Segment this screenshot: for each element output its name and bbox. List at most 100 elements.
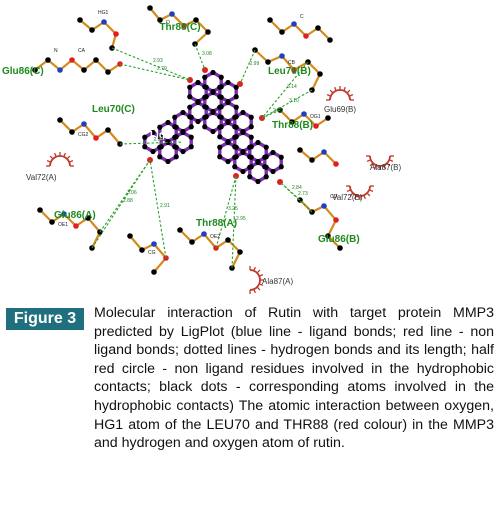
ligand-atom <box>203 84 209 90</box>
hydrophobic-spoke <box>354 194 357 200</box>
ligand-atom <box>218 94 224 100</box>
hydrophobic-spoke <box>388 159 394 162</box>
residue-label-hbond: Leu70(C) <box>92 104 135 115</box>
ligand-atom <box>278 154 284 160</box>
ligand-atom <box>157 124 163 130</box>
ligand-atom <box>187 94 193 100</box>
ligand-atom <box>248 124 254 130</box>
residue-atom <box>237 249 243 255</box>
hydrophobic-spoke <box>256 269 261 274</box>
hydrogen-bond <box>194 43 206 71</box>
atom-label: CB <box>288 60 296 66</box>
ligand-atom <box>217 144 223 150</box>
ligand-atom <box>240 109 246 116</box>
hbond-distance-label: 3.14 <box>287 84 297 90</box>
residue-atom <box>193 17 199 23</box>
ligplot-diagram: Lig13.082.792.932.993.142.752.743.062.91… <box>2 5 401 294</box>
residue-atom <box>45 57 51 63</box>
hbond-distance-label: 2.95 <box>236 216 246 222</box>
hydrophobic-spoke <box>49 155 54 160</box>
ligand-atom <box>255 178 261 185</box>
ligand-atom <box>173 124 179 130</box>
hydrophobic-spoke <box>366 159 372 162</box>
residue-atom <box>333 217 339 223</box>
ligand-atom <box>232 124 238 130</box>
ligand-atom <box>218 74 224 80</box>
ligand-atom <box>180 148 186 155</box>
hbond-distance-label: 2.99 <box>250 61 260 67</box>
hbond-distance-label: 3.06 <box>127 190 137 196</box>
ligand-atom <box>233 104 239 110</box>
residue-bond <box>79 19 118 49</box>
residue-atom <box>279 53 285 59</box>
residue-atom <box>181 23 187 29</box>
ligand-atom <box>263 174 269 180</box>
residue-atom <box>303 33 309 39</box>
ligand-atom <box>217 154 223 160</box>
residue-atom <box>49 219 55 225</box>
residue-atom <box>265 59 271 65</box>
ligand-atom <box>247 164 253 170</box>
hydrophobic-spoke <box>68 160 74 163</box>
ligand-atom <box>172 114 178 120</box>
ligand-atom <box>195 118 201 125</box>
residue-atom <box>291 21 297 27</box>
hydrogen-bond <box>261 61 309 119</box>
hbond-distance-label: 2.91 <box>160 203 170 209</box>
hydrophobic-arc <box>249 269 261 291</box>
residue-atom <box>151 269 157 275</box>
residue-atom <box>73 223 79 229</box>
ligand-atom <box>217 134 223 140</box>
ligand-atom <box>203 94 209 100</box>
ligand-atom <box>157 154 163 160</box>
ligand-atom <box>165 119 171 126</box>
residue-atom <box>127 233 133 239</box>
residue-atom <box>157 17 163 23</box>
residue-atom <box>69 57 75 63</box>
hydrophobic-spoke <box>366 192 371 197</box>
ligand-atom <box>187 84 193 90</box>
hydrophobic-arc <box>329 89 351 101</box>
ligand-atom <box>248 114 254 120</box>
ligand-atom <box>165 158 171 165</box>
residue-bond <box>299 149 337 165</box>
residue-atom <box>177 227 183 233</box>
residue-atom <box>37 207 43 213</box>
residue-atom <box>57 67 63 73</box>
hydrophobic-spoke <box>46 160 52 163</box>
hydrophobic-spoke <box>66 155 71 160</box>
ligand-atom <box>240 129 246 136</box>
residue-label-hbond: Thr88(C) <box>159 22 200 33</box>
ligand-atom <box>225 99 231 106</box>
residue-atom <box>225 237 231 243</box>
hydrogen-bond <box>149 159 167 259</box>
residue-atom <box>32 67 38 73</box>
ligand-atom <box>232 134 238 140</box>
ligand-atom <box>225 79 231 86</box>
residue-atom <box>81 67 87 73</box>
ligand-atom <box>187 104 193 110</box>
ligand-atom <box>188 134 194 140</box>
hydrogen-bond <box>261 89 313 119</box>
residue-label-hbond: Thr88(B) <box>272 120 313 131</box>
ligand-atom <box>255 159 261 166</box>
residue-label-hydrophobic: Val72(A) <box>26 173 57 182</box>
residue-atom <box>317 71 323 77</box>
hydrophobic-spoke <box>383 164 386 170</box>
atom-label: HG1 <box>98 10 109 16</box>
residue-atom <box>289 119 295 125</box>
residue-bond <box>59 119 121 145</box>
ligand-atom <box>210 128 216 135</box>
residue-label-hydrophobic: Val72(B) <box>332 193 363 202</box>
ligand-atom <box>165 139 171 146</box>
residue-atom <box>147 5 153 11</box>
atom-label: C <box>300 14 304 20</box>
ligplot-figure: Lig13.082.792.932.993.142.752.743.062.91… <box>2 5 401 294</box>
hydrophobic-arc <box>49 155 71 167</box>
ligand-atom <box>218 114 224 120</box>
residue-atom <box>321 149 327 155</box>
hbond-distance-label: 2.88 <box>123 198 133 204</box>
residue-atom <box>93 57 99 63</box>
ligand-atom <box>232 164 238 170</box>
residue-atom <box>89 27 95 33</box>
